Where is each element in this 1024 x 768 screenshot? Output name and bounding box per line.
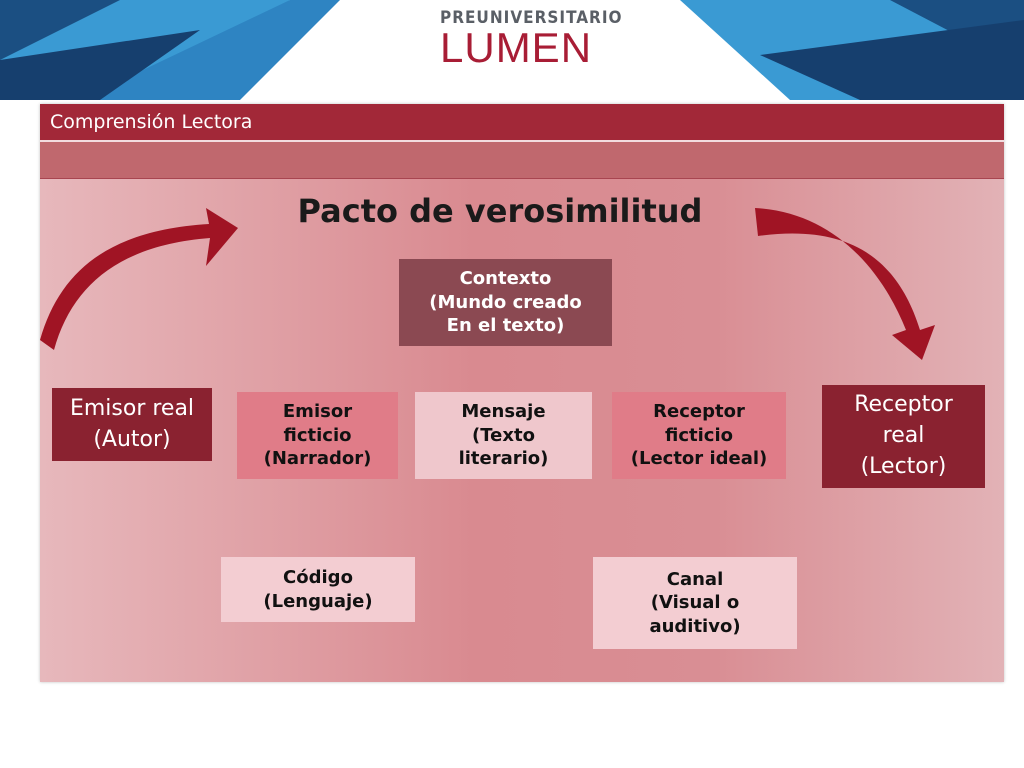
receptor-ficticio-line-2: ficticio: [665, 424, 733, 446]
emisor-real-line-1: Emisor real: [69, 395, 195, 421]
mensaje-line-2: (Texto: [472, 424, 535, 446]
receptor-real-line-1: Receptor: [854, 392, 953, 418]
receptor-real-line-2: real: [882, 423, 925, 449]
mensaje-box: Mensaje (Texto literario): [415, 392, 592, 479]
contexto-line-1: Contexto: [459, 268, 552, 290]
receptor-ficticio-line-1: Receptor: [653, 401, 745, 423]
logo-subtitle: PREUNIVERSITARIO: [440, 8, 623, 28]
emisor-ficticio-line-3: (Narrador): [263, 448, 372, 470]
emisor-ficticio-box: Emisor ficticio (Narrador): [237, 392, 398, 479]
diagram-title: Pacto de verosimilitud: [297, 192, 703, 230]
codigo-line-2: (Lenguaje): [263, 590, 373, 612]
emisor-real-line-2: (Autor): [93, 426, 171, 452]
deco-left-mid: [80, 0, 340, 100]
emisor-ficticio-line-2: ficticio: [283, 424, 352, 446]
deco-left-navy: [0, 30, 200, 100]
codigo-box: Código (Lenguaje): [221, 557, 415, 622]
canal-line-2: (Visual o: [650, 592, 740, 614]
emisor-real-box: Emisor real (Autor): [52, 388, 212, 461]
deco-right-navy: [760, 20, 1024, 100]
panel-subheader: [40, 142, 1004, 179]
emisor-ficticio-line-1: Emisor: [282, 401, 353, 423]
canal-box: Canal (Visual o auditivo): [593, 557, 797, 649]
logo-title: LUMEN: [440, 24, 593, 71]
canal-line-1: Canal: [666, 568, 724, 590]
panel-header: Comprensión Lectora: [40, 104, 1004, 142]
contexto-line-3: En el texto): [446, 315, 565, 337]
canal-line-3: auditivo): [649, 615, 741, 637]
contexto-line-2: (Mundo creado: [429, 291, 582, 313]
receptor-ficticio-box: Receptor ficticio (Lector ideal): [612, 392, 786, 479]
contexto-box: Contexto (Mundo creado En el texto): [399, 259, 612, 346]
mensaje-line-1: Mensaje: [461, 401, 546, 423]
mensaje-line-3: literario): [458, 448, 549, 470]
top-decoration: [0, 0, 1024, 100]
receptor-real-box: Receptor real (Lector): [822, 385, 985, 488]
receptor-real-line-3: (Lector): [860, 453, 947, 479]
codigo-line-1: Código: [283, 567, 353, 589]
receptor-ficticio-line-3: (Lector ideal): [630, 448, 768, 470]
panel-header-title: Comprensión Lectora: [50, 111, 253, 133]
deco-left-dark: [0, 0, 120, 60]
